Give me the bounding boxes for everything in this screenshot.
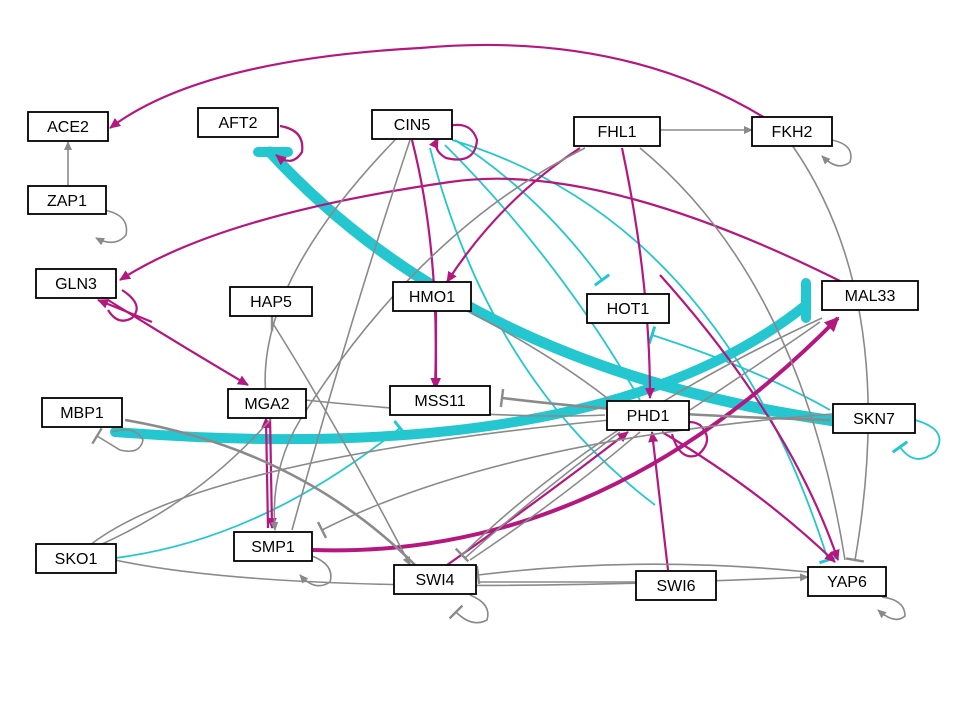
edge-cin5-aft2-thick — [264, 146, 841, 427]
edge-cin5-smp1 — [291, 139, 411, 531]
node-mal33[interactable]: MAL33 — [821, 280, 919, 311]
edge-cin5-yap6 — [451, 139, 838, 565]
node-label: ACE2 — [47, 119, 89, 136]
node-label: MBP1 — [60, 405, 104, 422]
node-hmo1[interactable]: HMO1 — [392, 281, 472, 312]
node-mss11[interactable]: MSS11 — [389, 385, 491, 416]
edge-fhl1-smp1 — [270, 147, 586, 531]
node-phd1[interactable]: PHD1 — [606, 400, 690, 431]
node-label: MAL33 — [845, 288, 896, 305]
node-label: YAP6 — [827, 574, 867, 591]
node-label: GLN3 — [55, 276, 97, 293]
edge-phd1-swi4 — [464, 431, 621, 559]
node-label: SKO1 — [55, 551, 98, 568]
node-swi4[interactable]: SWI4 — [393, 564, 477, 595]
edge-mbp1-swi4 — [124, 418, 416, 566]
node-label: HMO1 — [409, 289, 455, 306]
edge-phd1-yap6 — [661, 431, 836, 563]
edge-cin5-swi4 — [429, 147, 656, 506]
edge-hap5-swi4 — [271, 321, 411, 566]
edge-mal33-mbp1-thick — [110, 300, 811, 445]
node-aft2[interactable]: AFT2 — [197, 107, 279, 138]
edge-swi4-self — [448, 594, 489, 624]
node-label: FHL1 — [597, 124, 636, 141]
node-smp1[interactable]: SMP1 — [233, 531, 313, 562]
edge-yap6-swi4 — [475, 563, 809, 585]
edge-fkh2-self — [821, 139, 852, 167]
edge-aft2-self — [275, 124, 304, 166]
node-swi6[interactable]: SWI6 — [635, 570, 717, 601]
edge-cin5-sko1 — [99, 139, 396, 546]
node-ace2[interactable]: ACE2 — [27, 111, 109, 142]
node-label: SWI6 — [656, 578, 695, 595]
node-label: HAP5 — [250, 294, 292, 311]
edge-hmo1-phd1-gray — [469, 311, 613, 403]
nodes: ACE2 ZAP1 AFT2 CIN5 FHL1 FKH2 GLN3 HAP5 — [27, 107, 919, 601]
edge-skn7-self — [891, 419, 941, 460]
node-hap5[interactable]: HAP5 — [229, 286, 313, 317]
edge-smp1-self — [299, 555, 332, 587]
edge-cin5-hot1 — [454, 139, 611, 287]
edge-fkh2-ace2 — [109, 43, 766, 129]
node-cin5[interactable]: CIN5 — [371, 109, 453, 140]
node-label: HOT1 — [607, 301, 650, 318]
node-label: SMP1 — [251, 539, 295, 556]
node-label: AFT2 — [218, 115, 257, 132]
node-mga2[interactable]: MGA2 — [227, 388, 307, 419]
edge-sko1-mss11 — [114, 420, 407, 559]
edge-skn7-hot1 — [647, 325, 831, 411]
node-label: SWI4 — [415, 572, 454, 589]
edge-swi6-phd1 — [648, 431, 670, 571]
edge-zap1-self — [95, 209, 128, 246]
edge-yap6-self — [877, 596, 906, 621]
edges — [64, 43, 941, 624]
node-sko1[interactable]: SKO1 — [35, 543, 117, 574]
node-label: MGA2 — [244, 396, 289, 413]
node-mbp1[interactable]: MBP1 — [41, 397, 123, 428]
edge-skn7-smp1 — [316, 413, 833, 539]
edge-cin5-self — [429, 123, 479, 161]
node-yap6[interactable]: YAP6 — [807, 566, 887, 597]
edge-phd1-mal33-gray — [689, 321, 821, 411]
edge-mal33-gln3 — [119, 177, 849, 286]
edge-fhl1-yap6 — [639, 147, 846, 561]
edge-fhl1-phd1 — [620, 147, 655, 399]
edge-fkh2-yap6 — [791, 144, 869, 563]
node-zap1[interactable]: ZAP1 — [27, 185, 107, 215]
node-label: FKH2 — [772, 124, 813, 141]
edge-mga2-gln3 — [97, 298, 153, 324]
edge-cin5-phd1 — [444, 144, 641, 401]
node-label: SKN7 — [853, 411, 895, 428]
node-label: ZAP1 — [47, 193, 87, 210]
edge-phd1-swi4b — [469, 431, 641, 561]
node-label: PHD1 — [627, 408, 670, 425]
node-label: MSS11 — [414, 393, 465, 410]
node-label: CIN5 — [394, 117, 431, 134]
edge-gln3-self — [107, 289, 138, 322]
node-gln3[interactable]: GLN3 — [35, 268, 117, 299]
node-fkh2[interactable]: FKH2 — [751, 116, 833, 147]
edge-smp1-mal33 — [311, 316, 840, 553]
node-fhl1[interactable]: FHL1 — [573, 116, 661, 147]
edge-mbp1-self — [91, 427, 144, 453]
edge-sko1-phd1 — [89, 419, 611, 546]
node-skn7[interactable]: SKN7 — [832, 403, 916, 434]
node-hot1[interactable]: HOT1 — [586, 293, 670, 324]
